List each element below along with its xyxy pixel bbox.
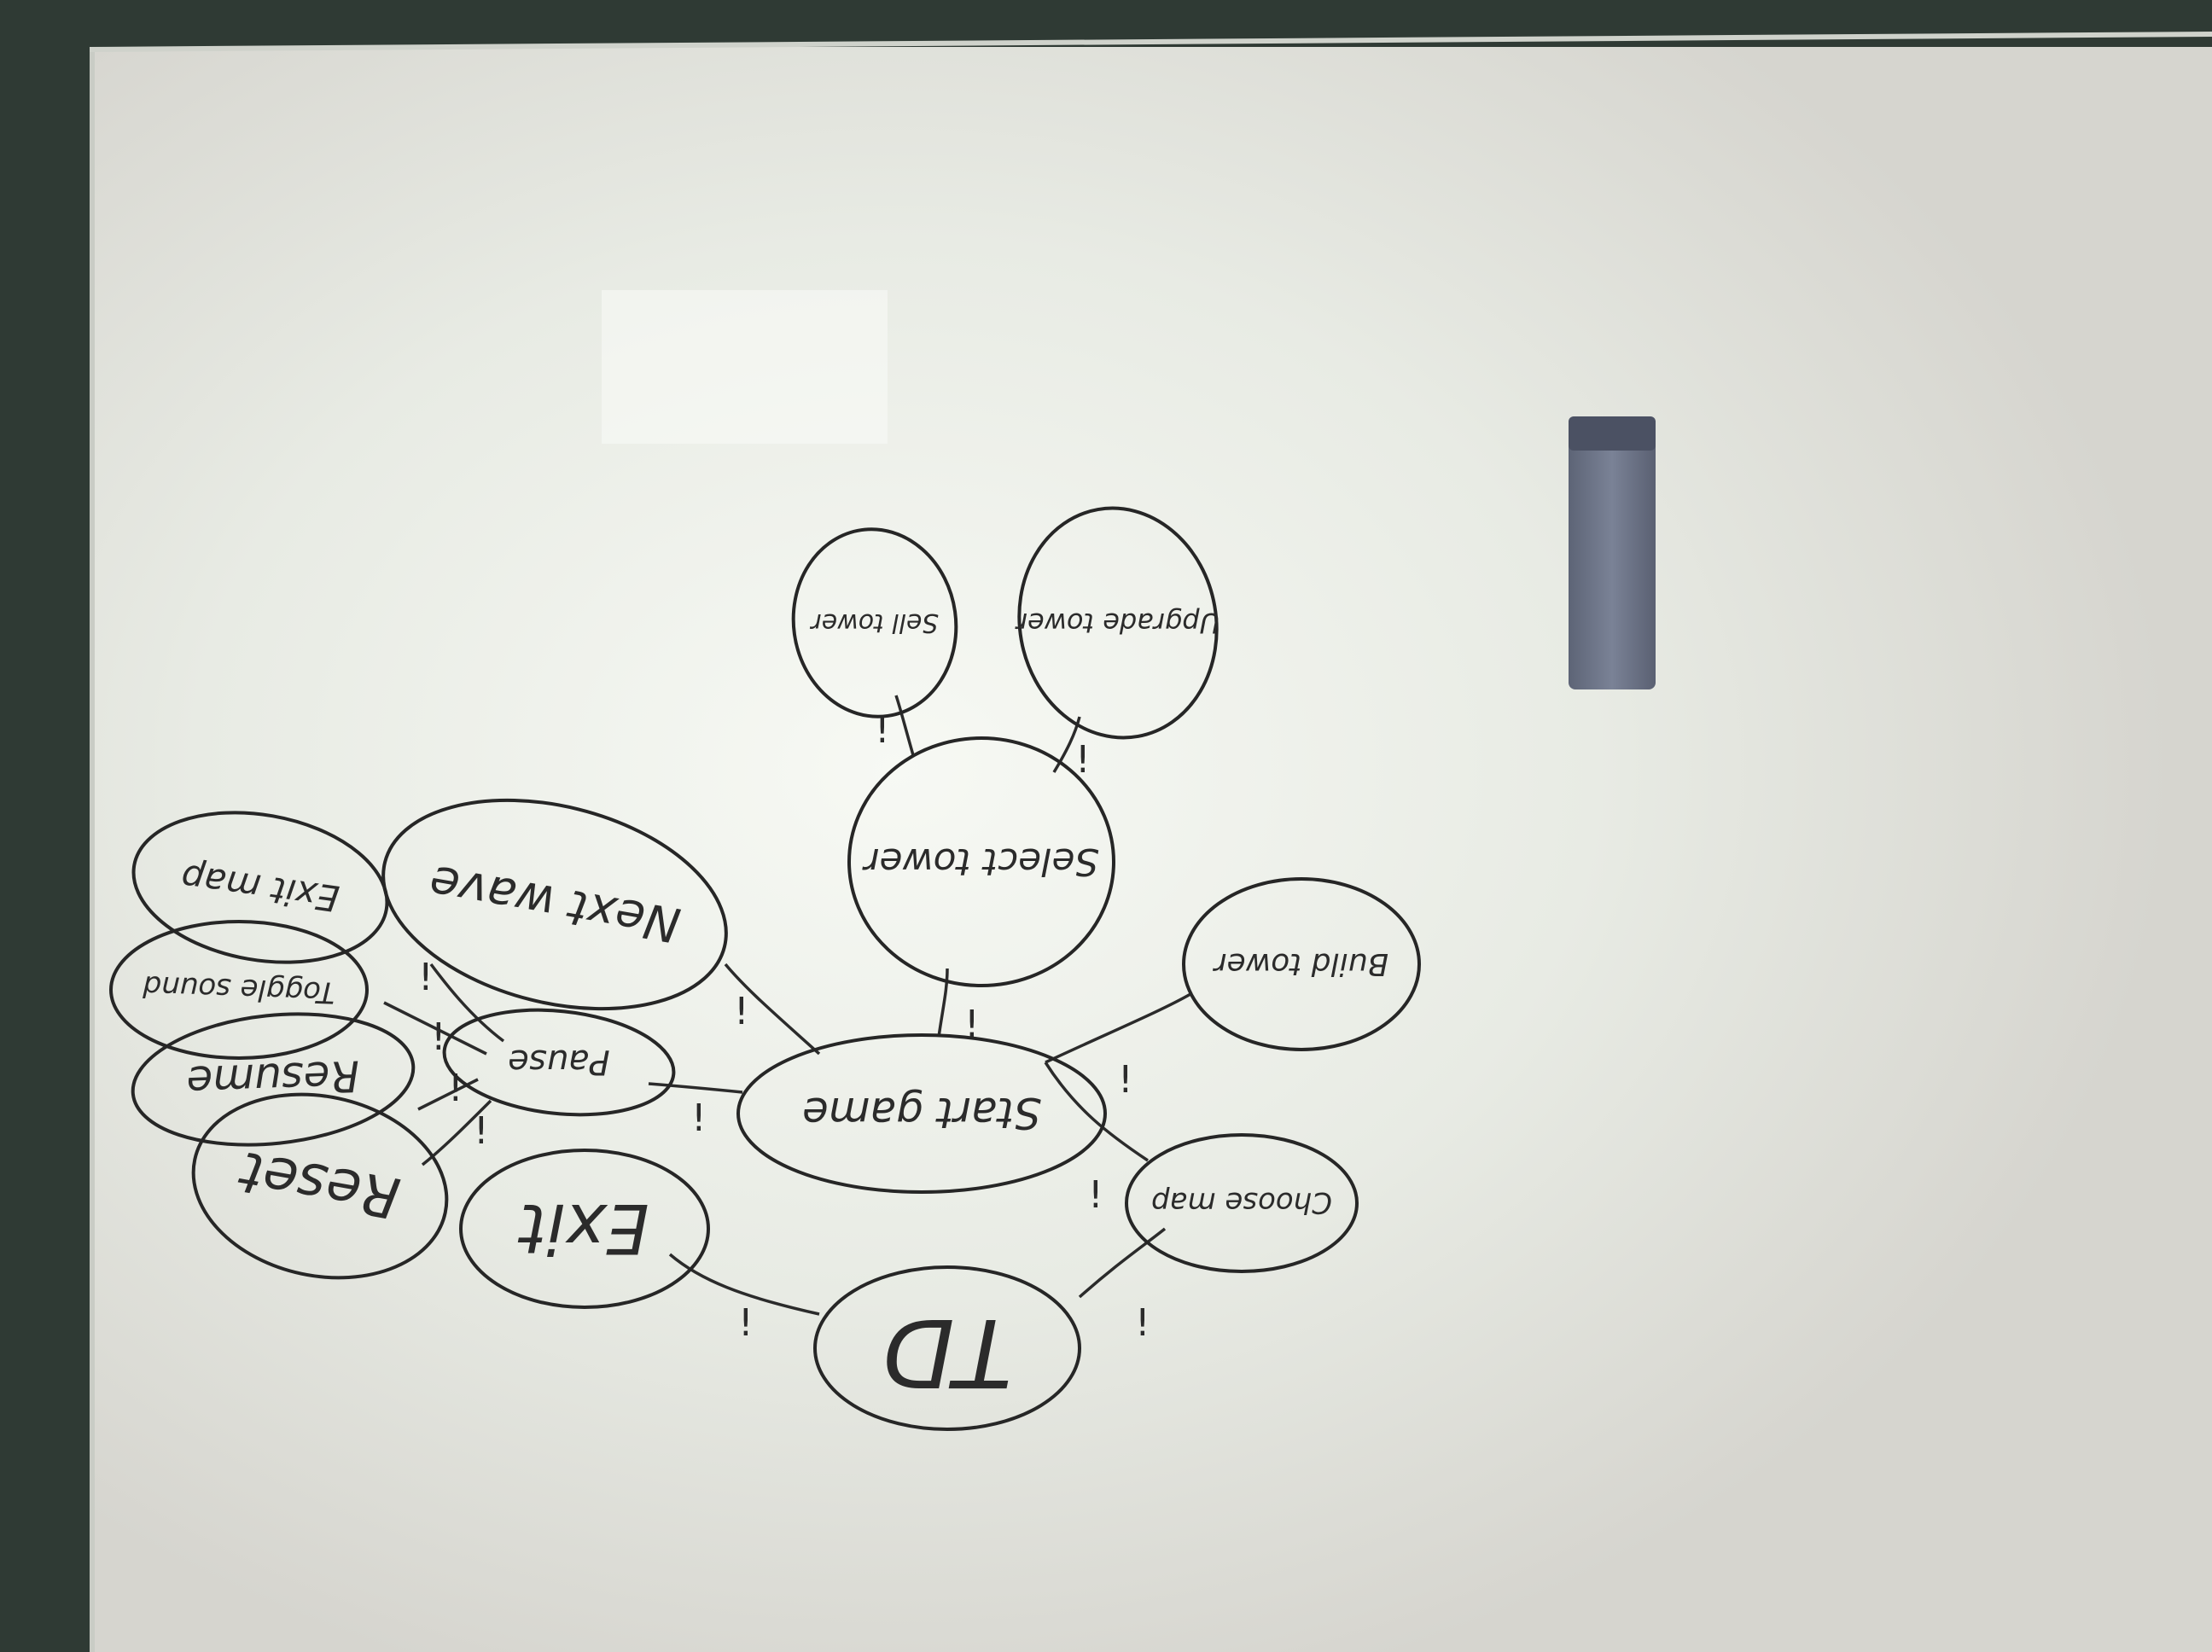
edge-marks: ! ! ! ! ! ! ! ! ! ! ! ! ! [418,708,1150,1345]
node-build-tower-label: Build tower [1213,946,1389,981]
edge-mark: ! [875,708,890,752]
node-choose-map: Choose map [1125,1133,1359,1273]
node-select-tower: Select tower [847,736,1115,987]
node-build-tower: Build tower [1182,877,1421,1051]
light-glare [602,290,888,444]
eraser-icon [1569,416,1656,689]
edge-mark: ! [1088,1173,1103,1217]
node-toggle-sound-label: Toggle sound [143,969,336,1009]
edge-mark: ! [431,1015,446,1059]
node-start-game-label: Start game [802,1088,1041,1137]
edge-mark: ! [691,1096,707,1140]
diagram-edges [383,695,1191,1316]
node-choose-map-label: Choose map [1151,1185,1332,1219]
node-pause: Pause [442,1008,676,1117]
edge-mark: ! [448,1067,463,1110]
node-select-tower-label: Select tower [862,840,1099,883]
node-pause-label: Pause [508,1042,609,1081]
node-start-game: Start game [736,1033,1107,1194]
node-upgrade-tower-label: Upgrade tower [1015,607,1220,639]
edge-mark: ! [734,990,749,1033]
node-upgrade-tower: Upgrade tower [1015,506,1220,740]
node-td-label: TD [882,1298,1012,1407]
edge-mark: ! [1075,738,1091,782]
node-toggle-sound: Toggle sound [109,920,369,1060]
node-td: TD [813,1265,1081,1431]
edge-mark: ! [964,1003,980,1046]
node-sell-tower-label: Sell tower [810,608,939,637]
node-exit: Exit [459,1149,710,1309]
node-exit-label: Exit [518,1189,649,1268]
edge-mark: ! [1118,1058,1133,1102]
node-sell-tower: Sell tower [791,527,958,718]
whiteboard-frame-top [89,32,2212,52]
edge-mark: ! [474,1109,489,1153]
edge-mark: ! [738,1301,754,1345]
edge-mark: ! [1135,1301,1150,1345]
edge-mark: ! [418,956,434,999]
whiteboard-surface [90,47,2212,1652]
